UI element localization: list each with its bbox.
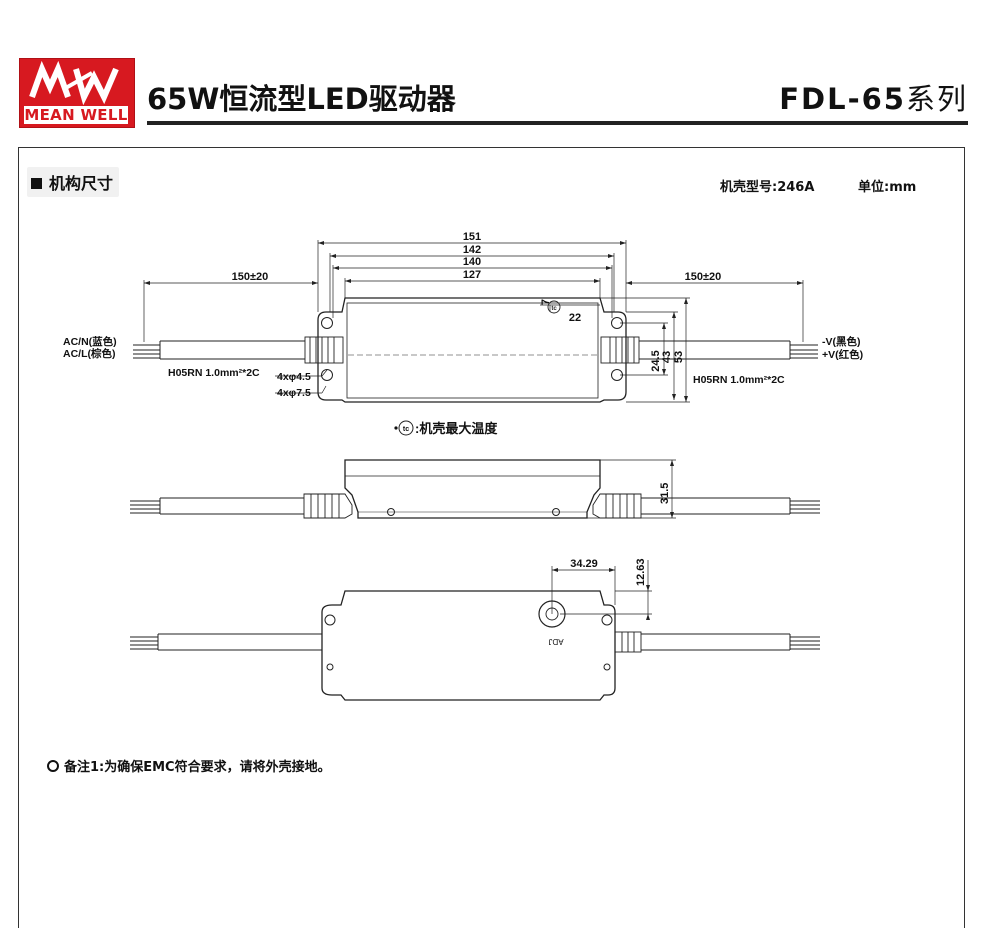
dim-lead-left: 150±20 <box>232 271 269 283</box>
adj-label: ADJ <box>548 637 563 646</box>
wire-label-acl: AC/L(棕色) <box>63 347 116 360</box>
dim-142: 142 <box>463 244 481 256</box>
mount-hole <box>321 317 333 329</box>
dim-7: 7 <box>540 299 552 305</box>
series-model: FDL-65 <box>779 82 906 116</box>
series-suffix: 系列 <box>905 82 968 116</box>
dim-43: 43 <box>661 351 673 363</box>
top-view-inner-panel <box>346 302 599 399</box>
side-strain-relief-left <box>303 493 353 519</box>
series-name: FDL-65系列 <box>779 82 968 116</box>
bottom-dimensions <box>551 560 652 620</box>
top-view: tc 151 142 140 127 150±20 150±20 22 7 24… <box>63 231 863 436</box>
tc-legend-icon <box>398 420 414 436</box>
dim-24-5: 24.5 <box>650 350 662 371</box>
note-text: 备注1:为确保EMC符合要求，请将外壳接地。 <box>64 760 331 775</box>
bottom-strain-relief-right <box>614 631 642 653</box>
wire-label-vpos: +V(红色) <box>822 348 863 361</box>
hole-spec-small: 4xφ4.5 <box>277 371 311 383</box>
dim-151: 151 <box>463 231 481 243</box>
unit-label: 单位:mm <box>858 180 917 195</box>
cable-spec-right: H05RN 1.0mm²*2C <box>693 374 785 386</box>
dim-12-63: 12.63 <box>635 558 647 586</box>
mw-logo-icon <box>29 60 119 105</box>
bottom-dimension-arrows <box>552 568 650 620</box>
bottom-mount-hole <box>326 663 334 671</box>
dim-53: 53 <box>673 351 685 363</box>
side-view-body <box>344 459 601 519</box>
tc-point-label: tc <box>551 306 557 312</box>
tc-legend-symbol: tc <box>403 426 409 433</box>
side-screw <box>387 508 395 516</box>
mean-well-logo: MEAN WELL <box>19 58 135 128</box>
mount-hole <box>321 369 333 381</box>
dim-127: 127 <box>463 269 481 281</box>
hole-spec-large: 4xφ7.5 <box>277 387 311 399</box>
dim-31-5: 31.5 <box>659 483 671 504</box>
drawing-frame <box>18 147 965 928</box>
header-rule <box>147 121 968 125</box>
strain-relief-right <box>600 336 640 364</box>
note-bullet-icon <box>47 760 59 772</box>
page-title: 65W恒流型LED驱动器 <box>147 82 456 116</box>
bottom-mount-hole <box>601 614 613 626</box>
brand-name: MEAN WELL <box>24 106 128 124</box>
top-view-body <box>317 297 627 403</box>
section-title-text: 机构尺寸 <box>49 174 114 193</box>
bottom-input-cable <box>130 633 322 651</box>
wire-label-acn: AC/N(蓝色) <box>63 335 117 348</box>
strain-relief-left <box>304 336 344 364</box>
tc-point-icon <box>547 300 561 314</box>
bottom-view-body <box>321 590 616 701</box>
wire-label-vneg: -V(黑色) <box>822 335 861 348</box>
side-view: 31.5 <box>130 459 820 519</box>
dim-22: 22 <box>569 312 581 324</box>
side-dimension-arrows <box>670 460 674 518</box>
tc-legend-dot <box>394 426 398 430</box>
dimension-lines <box>143 240 804 403</box>
bottom-mount-hole <box>324 614 336 626</box>
input-cable <box>133 340 305 360</box>
dimension-arrows <box>144 241 803 402</box>
note-emc: 备注1:为确保EMC符合要求，请将外壳接地。 <box>47 756 331 775</box>
tc-legend-text: :机壳最大温度 <box>415 421 498 436</box>
section-square-icon <box>31 178 42 189</box>
bottom-output-cable <box>641 633 820 651</box>
side-dimension <box>587 459 676 519</box>
dim-140: 140 <box>463 256 481 268</box>
section-title: 机构尺寸 <box>27 167 120 197</box>
side-screw <box>552 508 560 516</box>
bottom-mount-hole <box>603 663 611 671</box>
case-number: 机壳型号:246A <box>720 180 815 195</box>
side-strain-relief-right <box>592 493 642 519</box>
dim-lead-right: 150±20 <box>685 271 722 283</box>
cable-spec-left: H05RN 1.0mm²*2C <box>168 367 260 379</box>
side-output-cable <box>641 497 820 515</box>
dim-34-29: 34.29 <box>570 558 598 570</box>
bottom-view: ADJ 34.29 12.63 <box>130 558 820 701</box>
side-input-cable <box>130 497 304 515</box>
